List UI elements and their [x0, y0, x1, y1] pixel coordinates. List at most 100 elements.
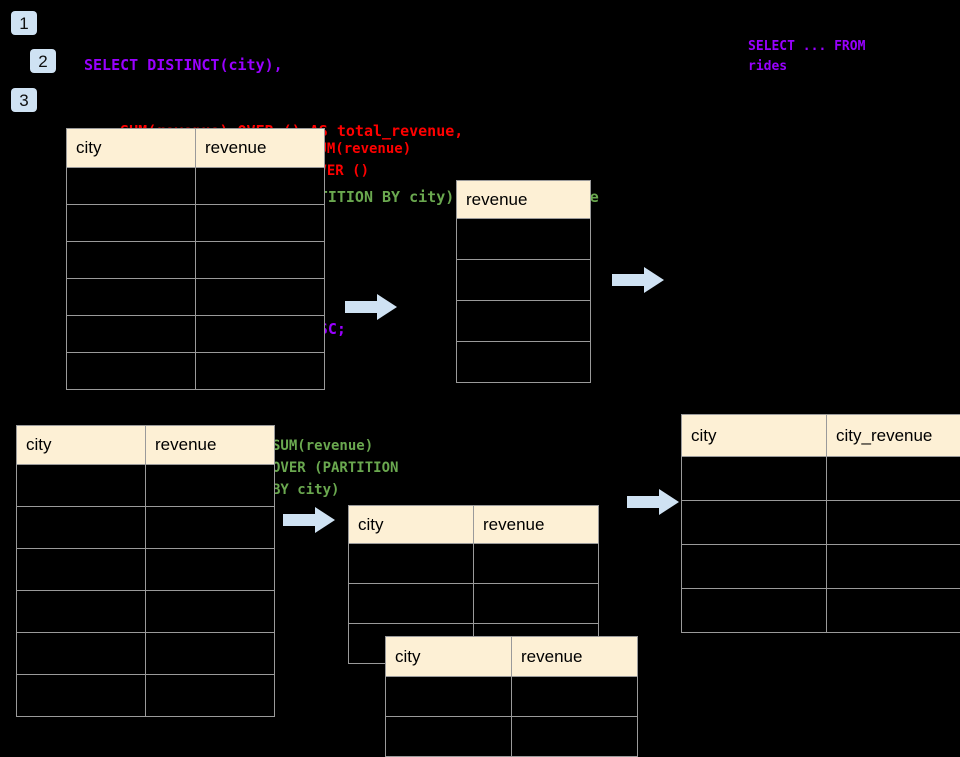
column-header-city: city — [67, 129, 196, 168]
table-row — [67, 242, 325, 279]
arrow-right-icon — [283, 505, 335, 535]
table-row — [67, 316, 325, 353]
cell-city — [17, 465, 146, 507]
arrow-right-icon — [627, 487, 679, 517]
cell-city — [17, 507, 146, 549]
cell-revenue — [196, 242, 325, 279]
column-header-city-revenue: city_revenue — [827, 415, 960, 457]
table-row — [386, 717, 638, 757]
table-row — [17, 465, 275, 507]
table-result: city city_revenue — [681, 414, 960, 633]
table-row — [682, 457, 960, 501]
cell-city — [386, 717, 512, 757]
table-row — [17, 549, 275, 591]
table-row — [67, 205, 325, 242]
table-row — [349, 584, 599, 624]
cell-revenue — [196, 316, 325, 353]
cell-revenue — [457, 260, 591, 301]
cell-revenue — [512, 677, 638, 717]
table-body — [457, 219, 591, 383]
cell-revenue — [196, 205, 325, 242]
column-header-revenue: revenue — [196, 129, 325, 168]
table-row — [67, 168, 325, 205]
sql-line-select: SELECT DISTINCT(city), — [84, 54, 599, 76]
table-header-row: city city_revenue — [682, 415, 960, 457]
cell-city — [349, 584, 474, 624]
cell-city — [682, 457, 827, 501]
cell-city-revenue — [827, 545, 960, 589]
table-row — [349, 544, 599, 584]
table-row — [17, 675, 275, 717]
table-row — [67, 353, 325, 390]
cell-revenue — [146, 675, 275, 717]
table-row — [457, 219, 591, 260]
cell-revenue — [474, 544, 599, 584]
column-header-revenue: revenue — [474, 506, 599, 544]
cell-city — [349, 544, 474, 584]
table-body — [386, 677, 638, 757]
arrow-right-icon — [345, 292, 397, 322]
step-badge-1: 1 — [11, 11, 37, 35]
cell-city — [386, 677, 512, 717]
table-row — [17, 507, 275, 549]
annotation-city-revenue: SUM(revenue) OVER (PARTITION BY city) — [272, 435, 398, 501]
cell-revenue — [146, 591, 275, 633]
table-row — [67, 279, 325, 316]
table-row — [682, 545, 960, 589]
cell-city — [682, 545, 827, 589]
table-header-row: city revenue — [386, 637, 638, 677]
table-body — [67, 168, 325, 390]
cell-revenue — [196, 279, 325, 316]
cell-city — [67, 168, 196, 205]
arrow-right-icon — [612, 265, 664, 295]
table-row — [457, 342, 591, 383]
cell-revenue — [474, 584, 599, 624]
table-body — [17, 465, 275, 717]
table-row — [457, 301, 591, 342]
annotation-total-revenue: SUM(revenue) OVER () — [310, 138, 411, 182]
cell-city — [682, 589, 827, 633]
step-badge-2-label: 2 — [38, 53, 47, 70]
table-row — [682, 501, 960, 545]
cell-revenue — [146, 465, 275, 507]
column-header-revenue: revenue — [512, 637, 638, 677]
cell-revenue — [146, 549, 275, 591]
table-header-row: revenue — [457, 181, 591, 219]
table-partition-front: city revenue — [385, 636, 638, 757]
step-badge-3: 3 — [11, 88, 37, 112]
cell-city — [17, 675, 146, 717]
column-header-revenue: revenue — [146, 426, 275, 465]
table-header-row: city revenue — [349, 506, 599, 544]
step-badge-1-label: 1 — [19, 15, 28, 32]
cell-city — [67, 205, 196, 242]
column-header-revenue: revenue — [457, 181, 591, 219]
table-row — [386, 677, 638, 717]
cell-revenue — [196, 353, 325, 390]
table-total-revenue: revenue — [456, 180, 591, 383]
cell-city-revenue — [827, 589, 960, 633]
table-source-top: city revenue — [66, 128, 325, 390]
step-badge-3-label: 3 — [19, 92, 28, 109]
cell-city — [67, 242, 196, 279]
table-row — [17, 633, 275, 675]
table-source-bottom: city revenue — [16, 425, 275, 717]
table-row — [17, 591, 275, 633]
cell-city — [17, 591, 146, 633]
cell-revenue — [146, 507, 275, 549]
column-header-city: city — [17, 426, 146, 465]
table-header-row: city revenue — [17, 426, 275, 465]
cell-revenue — [196, 168, 325, 205]
step-badge-2: 2 — [30, 49, 56, 73]
cell-revenue — [146, 633, 275, 675]
table-row — [682, 589, 960, 633]
cell-city — [17, 633, 146, 675]
column-header-city: city — [682, 415, 827, 457]
table-body — [682, 457, 960, 633]
cell-revenue — [457, 342, 591, 383]
column-header-city: city — [349, 506, 474, 544]
sql-aside-label: SELECT ... FROM rides — [748, 37, 908, 77]
cell-city-revenue — [827, 457, 960, 501]
cell-city — [67, 316, 196, 353]
cell-city — [67, 353, 196, 390]
cell-city — [67, 279, 196, 316]
